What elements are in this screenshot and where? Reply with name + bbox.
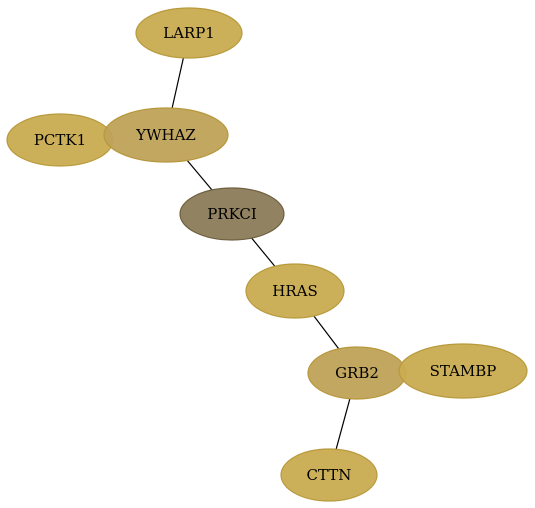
node-hras[interactable]: HRAS bbox=[245, 263, 345, 319]
node-stambp[interactable]: STAMBP bbox=[398, 343, 528, 399]
edge-larp1-ywhaz bbox=[171, 57, 184, 109]
edge-ywhaz-prkci bbox=[186, 160, 213, 191]
node-shape-hras bbox=[245, 263, 345, 319]
node-label-pctk1: PCTK1 bbox=[34, 131, 86, 149]
node-label-cttn: CTTN bbox=[307, 466, 352, 484]
edge-grb2-cttn bbox=[335, 398, 351, 450]
node-cttn[interactable]: CTTN bbox=[280, 448, 378, 502]
node-label-ywhaz: YWHAZ bbox=[135, 126, 196, 144]
node-shape-stambp bbox=[398, 343, 528, 399]
node-label-hras: HRAS bbox=[272, 282, 317, 300]
node-larp1[interactable]: LARP1 bbox=[135, 7, 243, 59]
edges-layer bbox=[171, 57, 351, 450]
node-label-prkci: PRKCI bbox=[207, 205, 257, 223]
node-ywhaz[interactable]: YWHAZ bbox=[103, 107, 229, 163]
node-label-grb2: GRB2 bbox=[335, 364, 379, 382]
node-shape-cttn bbox=[280, 448, 378, 502]
node-grb2[interactable]: GRB2 bbox=[307, 346, 407, 400]
node-prkci[interactable]: PRKCI bbox=[179, 187, 285, 241]
node-shape-ywhaz bbox=[103, 107, 229, 163]
node-shape-larp1 bbox=[135, 7, 243, 59]
node-label-stambp: STAMBP bbox=[430, 362, 497, 380]
edge-prkci-hras bbox=[251, 237, 276, 267]
node-label-larp1: LARP1 bbox=[163, 24, 215, 42]
edge-hras-grb2 bbox=[313, 315, 340, 350]
node-pctk1[interactable]: PCTK1 bbox=[6, 113, 114, 167]
node-shape-prkci bbox=[179, 187, 285, 241]
